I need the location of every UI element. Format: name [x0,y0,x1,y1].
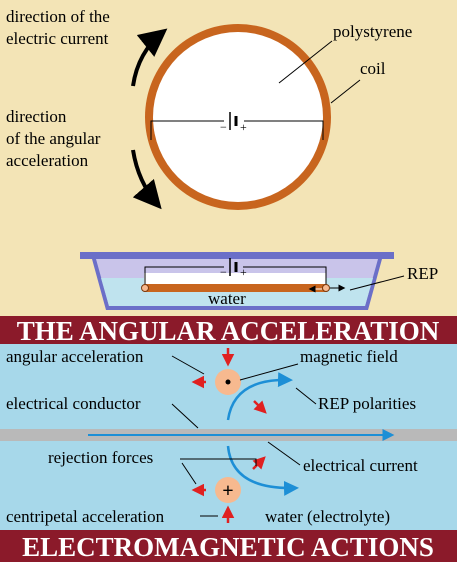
label-water: water [208,289,246,308]
battery-minus-label: − [220,120,227,134]
banner-bottom-title: ELECTROMAGNETIC ACTIONS [22,532,434,562]
magnetic-field-leader [239,363,299,381]
label-polystyrene: polystyrene [333,22,412,41]
label-magnetic-field: magnetic field [300,347,398,366]
label-electrical-current: electrical current [303,456,418,475]
battery-plus-label: + [240,120,247,134]
rejection-leader-lower [181,462,197,485]
label-rejection-forces: rejection forces [48,448,153,467]
coil-leader [330,79,361,104]
label-angular-line2: of the angular [6,129,101,148]
side-polystyrene [144,273,326,284]
side-coil-end-right [322,284,330,292]
particle-positive [215,477,241,503]
label-current-line2: electric current [6,29,109,48]
side-battery-minus: − [220,265,227,279]
side-coil [144,284,327,292]
label-angular-acceleration: angular acceleration [6,347,144,366]
rep-polarities-leader [295,387,317,405]
banner-top [0,316,457,344]
side-coil-end-left [141,284,149,292]
banner-top-title: THE ANGULAR ACCELERATION [17,316,440,346]
angular-acceleration-leader [171,355,205,375]
rep-polarity-arc-upper [226,372,293,421]
label-current-line1: direction of the [6,7,110,26]
rep-polarity-arc-lower [226,445,299,496]
label-rep: REP [407,264,438,283]
particle-plus-sign: + [222,480,233,502]
electrical-current-leader [267,441,301,466]
side-battery-plus: + [240,265,247,279]
angular-direction-arrow [131,149,162,210]
label-angular-line1: direction [6,107,67,126]
label-angular-line3: acceleration [6,151,89,170]
current-direction-arrow [131,28,168,87]
rep-leader [349,275,405,291]
label-rep-polarities: REP polarities [318,394,416,413]
polystyrene-leader [278,40,333,84]
water-basin: − + water [80,252,394,310]
disc-circuit: − + [150,112,324,140]
label-centripetal-acceleration: centripetal acceleration [6,507,165,526]
polystyrene-disc [153,32,323,202]
label-water-electrolyte: water (electrolyte) [265,507,390,526]
red-arrow-diag-upper [253,400,267,414]
red-arrow-diag-lower [252,456,266,470]
label-electrical-conductor: electrical conductor [6,394,141,413]
rejection-leader-upper [180,458,257,466]
banner-bottom [0,530,457,562]
field-dot-icon [225,379,231,385]
conductor-leader [171,403,199,429]
label-coil: coil [360,59,386,78]
